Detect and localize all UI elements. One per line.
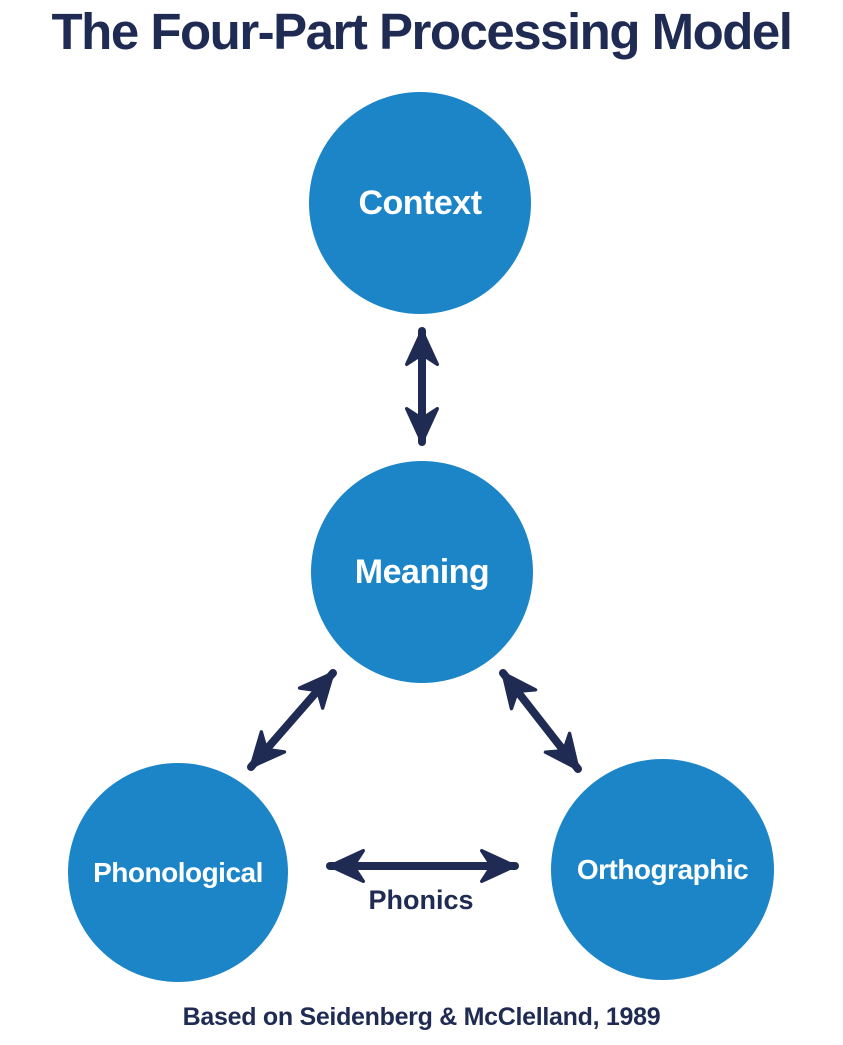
source-caption: Based on Seidenberg & McClelland, 1989 <box>182 1003 661 1031</box>
node-context-label: Context <box>358 183 482 222</box>
node-phonological-label: Phonological <box>93 856 263 888</box>
page-title: The Four-Part Processing Model <box>51 3 793 60</box>
connection-label-phonics: Phonics <box>368 885 474 915</box>
node-orthographic-label: Orthographic <box>576 853 749 885</box>
node-context: Context <box>309 92 531 314</box>
double-arrow-meaning-phonological <box>247 669 337 771</box>
node-phonological: Phonological <box>68 763 288 982</box>
double-arrow-meaning-orthographic <box>499 669 582 773</box>
node-meaning-label: Meaning <box>354 552 490 591</box>
node-meaning: Meaning <box>311 461 533 683</box>
node-orthographic: Orthographic <box>551 759 774 980</box>
